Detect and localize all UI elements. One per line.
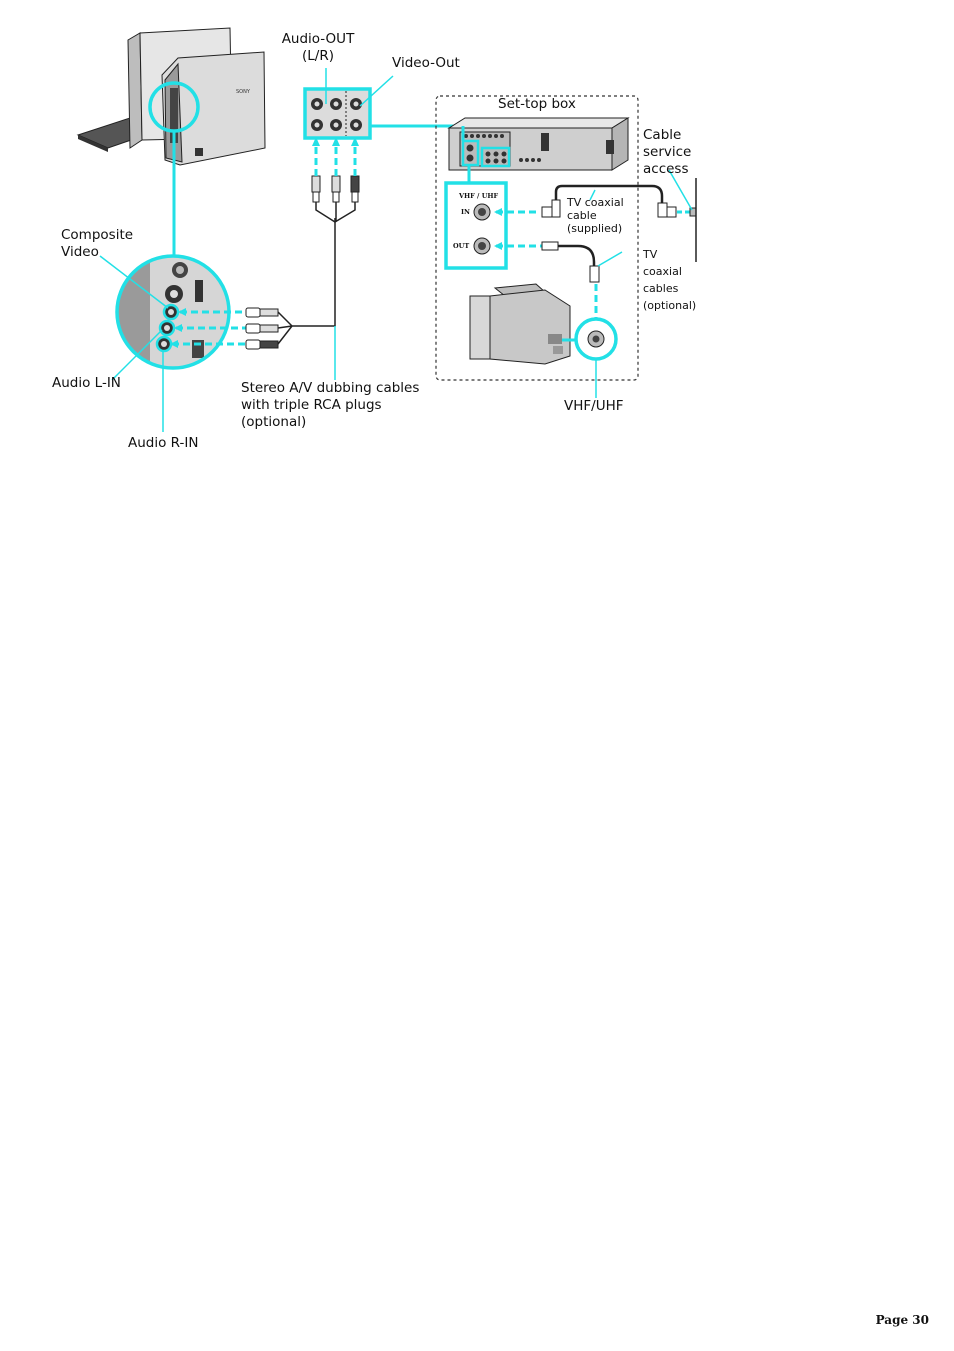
- set-top-box-device: [447, 117, 630, 171]
- tv-illustration: [469, 283, 571, 365]
- video-out-label: Video-Out: [392, 55, 460, 71]
- coaxial-cable-supplied: [541, 184, 677, 218]
- computer-illustration: SONY: [76, 27, 266, 166]
- audio-out-label: Audio-OUT (L/R): [281, 31, 355, 64]
- set-top-box-label: Set-top box: [498, 96, 576, 112]
- port-vhf-uhf-label: VHF / UHF: [459, 192, 499, 200]
- rca-plugs-top: [311, 175, 360, 203]
- audio-r-in-label: Audio R-IN: [128, 435, 199, 451]
- audio-l-in-label: Audio L-IN: [52, 375, 121, 391]
- page-number: Page 30: [875, 1313, 929, 1327]
- cable-service-access-label: Cable service access: [643, 127, 692, 177]
- port-out-label: OUT: [453, 242, 470, 250]
- composite-video-label: Composite Video: [61, 227, 134, 260]
- av-out-jack-block: [303, 87, 372, 140]
- connection-diagram-art: SONY: [76, 27, 697, 432]
- rca-plugs-left: [245, 307, 279, 350]
- tv-coaxial-cables-optional-label: TV coaxial cables (optional): [643, 248, 697, 312]
- vhf-uhf-label: VHF/UHF: [564, 398, 624, 414]
- stereo-av-cables-label: Stereo A/V dubbing cables with triple RC…: [241, 380, 420, 430]
- set-top-box-group: [435, 95, 639, 381]
- tv-coaxial-cable-supplied-label: TV coaxial cable (supplied): [567, 196, 624, 235]
- vhf-uhf-port-panel: [444, 181, 508, 270]
- coaxial-cable-optional: [541, 241, 600, 283]
- svg-text:SONY: SONY: [236, 89, 251, 95]
- connection-diagram: SONY: [0, 0, 954, 470]
- port-panel-magnified: [115, 254, 231, 370]
- port-in-label: IN: [461, 208, 470, 216]
